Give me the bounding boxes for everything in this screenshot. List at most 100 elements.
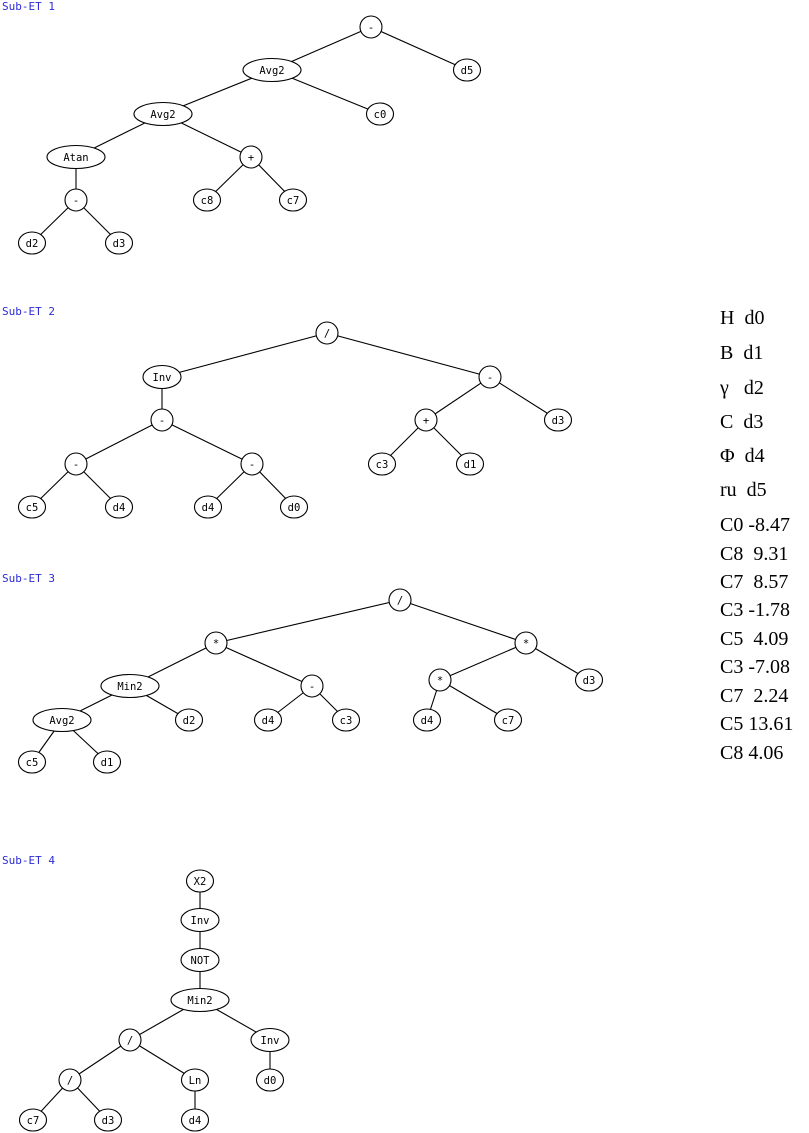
tree-edge — [69, 1039, 131, 1081]
node-circle — [300, 674, 324, 698]
legend-entry: Φ d4 — [720, 445, 765, 467]
legend-entry: C8 4.06 — [720, 742, 784, 764]
tree-node: c5 — [17, 495, 47, 519]
tree-edges — [31, 26, 468, 244]
node-circle — [239, 145, 263, 169]
node-ellipse — [170, 987, 230, 1013]
tree-node: NOT — [180, 947, 220, 973]
node-label: + — [248, 152, 254, 164]
node-label: + — [423, 415, 429, 427]
tree-node: d3 — [93, 1108, 123, 1132]
node-circle — [412, 708, 442, 732]
tree-edge — [161, 419, 253, 465]
tree-node: / — [58, 1068, 82, 1092]
node-label: Ln — [189, 1075, 202, 1087]
node-ellipse — [32, 707, 92, 733]
legend-entry: H d0 — [720, 307, 765, 329]
node-label: - — [159, 415, 165, 427]
node-circle — [17, 231, 47, 255]
node-label: / — [324, 328, 330, 340]
tree-node: c5 — [17, 750, 47, 774]
tree-node: + — [239, 145, 263, 169]
node-label: c5 — [26, 757, 39, 769]
node-circle — [240, 452, 264, 476]
tree-node: Avg2 — [133, 101, 193, 127]
tree-node: + — [414, 408, 438, 432]
node-circle — [192, 188, 222, 212]
legend-entry: C3 -7.08 — [720, 656, 790, 678]
tree-edge — [399, 599, 527, 644]
node-circle — [17, 495, 47, 519]
node-label: d4 — [189, 1115, 202, 1127]
legend-entry: C8 9.31 — [720, 543, 789, 565]
tree-edges — [31, 332, 559, 508]
node-label: Avg2 — [150, 109, 175, 121]
node-ellipse — [180, 947, 220, 973]
node-circle — [18, 1108, 48, 1132]
tree-edge — [161, 332, 328, 378]
tree-label: Sub-ET 1 — [2, 0, 55, 13]
node-label: d4 — [421, 715, 434, 727]
node-label: d2 — [183, 715, 196, 727]
tree-edge — [439, 642, 527, 681]
node-label: d3 — [552, 415, 565, 427]
node-ellipse — [242, 57, 302, 83]
node-circle — [93, 1108, 123, 1132]
tree-node: * — [204, 631, 228, 655]
tree-node: d5 — [452, 58, 482, 82]
node-label: / — [67, 1075, 73, 1087]
tree-node: d3 — [574, 668, 604, 692]
tree-label: Sub-ET 2 — [2, 305, 55, 318]
node-label: d4 — [262, 715, 275, 727]
tree-edge — [425, 376, 491, 421]
tree-node: d4 — [412, 708, 442, 732]
tree-node: d0 — [279, 495, 309, 519]
node-label: c3 — [376, 459, 389, 471]
legend-entry: C7 8.57 — [720, 571, 789, 593]
node-circle — [315, 321, 339, 345]
node-circle — [174, 708, 204, 732]
tree-node: d2 — [174, 708, 204, 732]
node-label: d1 — [464, 459, 477, 471]
legend-entry: C5 4.09 — [720, 628, 789, 650]
tree-edge — [370, 26, 468, 71]
tree-node: - — [240, 452, 264, 476]
legend-entry: C7 2.24 — [720, 685, 789, 707]
node-ellipse — [142, 364, 182, 390]
node-label: d3 — [583, 675, 596, 687]
tree-node: d1 — [92, 750, 122, 774]
tree-node: Avg2 — [242, 57, 302, 83]
node-label: X2 — [194, 876, 207, 888]
node-label: - — [368, 22, 374, 34]
tree-node: - — [64, 452, 88, 476]
tree-label: Sub-ET 4 — [2, 854, 55, 867]
tree-node: / — [118, 1028, 142, 1052]
node-label: Atan — [63, 152, 88, 164]
tree-node: c7 — [278, 188, 308, 212]
tree-node: c3 — [331, 708, 361, 732]
node-label: c5 — [26, 502, 39, 514]
node-circle — [150, 408, 174, 432]
tree-node: Inv — [180, 907, 220, 933]
tree-node: d4 — [253, 708, 283, 732]
node-circle — [478, 365, 502, 389]
tree-node: c8 — [192, 188, 222, 212]
tree-node: * — [514, 631, 538, 655]
tree-node: Ln — [180, 1068, 210, 1092]
node-label: d2 — [26, 238, 39, 250]
node-ellipse — [250, 1027, 290, 1053]
tree-node: - — [300, 674, 324, 698]
legend-entry: C3 -1.78 — [720, 599, 790, 621]
tree-node: d3 — [543, 408, 573, 432]
legend-entry: C0 -8.47 — [720, 514, 790, 536]
tree-node: Atan — [46, 144, 106, 170]
node-circle — [543, 408, 573, 432]
node-circle — [185, 869, 215, 893]
node-label: d1 — [101, 757, 114, 769]
node-circle — [204, 631, 228, 655]
tree-label: Sub-ET 3 — [2, 572, 55, 585]
